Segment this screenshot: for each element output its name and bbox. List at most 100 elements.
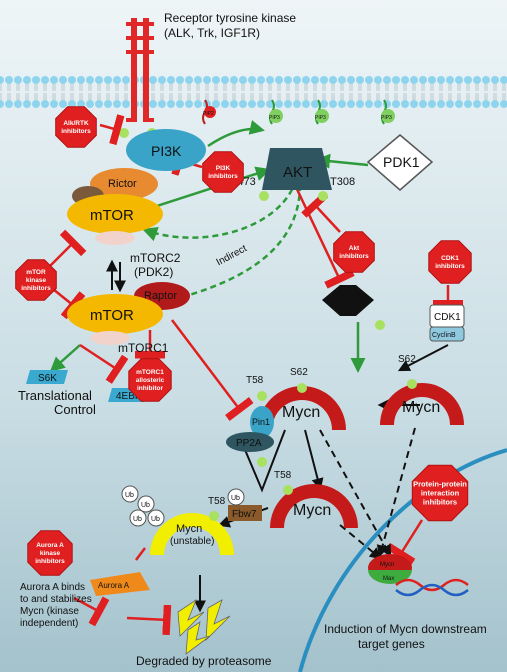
lipid-head	[455, 76, 463, 84]
lipid-tail	[232, 84, 236, 91]
mycn-max-dna-complex: Mycn Max	[368, 554, 469, 597]
lipid-head	[248, 76, 256, 84]
lipid-head	[50, 76, 58, 84]
t58-label-2: T58	[274, 470, 292, 481]
lipid-tail	[52, 93, 56, 100]
lipid-head	[329, 100, 337, 108]
lipid-tail	[160, 84, 164, 91]
lipid-head	[491, 76, 499, 84]
lipid-head	[500, 100, 507, 108]
lipid-tail	[466, 84, 470, 91]
lipid-tail	[349, 93, 353, 100]
lipid-head	[419, 76, 427, 84]
pip3-lipid-2: PIP3	[315, 99, 329, 125]
inhibitor-label: Protein-protein	[413, 480, 467, 489]
lipid-tail	[196, 84, 200, 91]
lipid-tail	[304, 84, 308, 91]
lipid-tail	[322, 84, 326, 91]
lipid-head	[464, 100, 472, 108]
pin1-to-pp2a-arrow	[238, 429, 286, 493]
mtor-mtorc2-label: mTOR	[90, 207, 134, 224]
pip3-lipid-3: PIP3	[381, 99, 395, 125]
lipid-tail	[268, 93, 272, 100]
lipid-head	[356, 100, 364, 108]
inhibitor-octagon-shape	[428, 240, 472, 284]
lipid-tail	[376, 93, 380, 100]
lipid-tail	[475, 93, 479, 100]
lipid-tail	[34, 84, 38, 91]
inhibitor-label: inhibitor	[137, 385, 163, 392]
induction-label-2: target genes	[358, 637, 425, 651]
lipid-tail	[259, 84, 263, 91]
lipid-head	[437, 100, 445, 108]
lipid-tail	[421, 84, 425, 91]
t308-label: T308	[330, 176, 355, 188]
gsk3b-node	[322, 285, 374, 316]
lipid-head	[194, 100, 202, 108]
lipid-head	[32, 76, 40, 84]
inhibitor-label: mTORC1	[136, 369, 164, 376]
lipid-tail	[97, 84, 101, 91]
lipid-tail	[205, 93, 209, 100]
s62-label-2: S62	[398, 354, 416, 365]
rictor-label: Rictor	[108, 178, 137, 190]
lipid-head	[185, 76, 193, 84]
mycn2-phospho-s62	[407, 379, 417, 389]
mtorc2-label: mTORC2	[130, 251, 181, 265]
svg-text:Max: Max	[383, 576, 394, 582]
lipid-head	[68, 100, 76, 108]
lipid-head	[338, 76, 346, 84]
lipid-tail	[43, 93, 47, 100]
inhibitor-label: PI3K	[216, 165, 231, 172]
lipid-tail	[25, 93, 29, 100]
lipid-tail	[259, 93, 263, 100]
inhibitor-label: inhibitors	[35, 558, 65, 565]
lipid-head	[374, 100, 382, 108]
lipid-tail	[7, 93, 11, 100]
lipid-head	[347, 76, 355, 84]
induction-label-1: Induction of Mycn downstream	[324, 622, 487, 636]
lipid-tail	[484, 93, 488, 100]
t58-label-3: T58	[208, 496, 226, 507]
inhibitor-octagon-shape	[411, 464, 469, 522]
pin1-label: Pin1	[252, 417, 270, 427]
lipid-head	[410, 100, 418, 108]
lipid-head	[86, 76, 94, 84]
lipid-head	[419, 100, 427, 108]
lipid-tail	[502, 84, 506, 91]
lipid-head	[347, 100, 355, 108]
inhibitor-label: inhibitors	[21, 285, 51, 292]
lipid-tail	[457, 93, 461, 100]
lipid-tail	[232, 93, 236, 100]
lipid-tail	[358, 84, 362, 91]
inhibitor-label: inhibitors	[435, 263, 465, 270]
lipid-tail	[106, 93, 110, 100]
4ebp-label: 4EBP	[116, 391, 142, 402]
lipid-tail	[367, 93, 371, 100]
lipid-tail	[196, 93, 200, 100]
akt-label: AKT	[283, 164, 312, 181]
lipid-head	[167, 76, 175, 84]
pdk1-node	[366, 134, 434, 191]
s62-label-1: S62	[290, 367, 308, 378]
lipid-head	[41, 100, 49, 108]
lipid-tail	[457, 84, 461, 91]
lipid-tail	[61, 84, 65, 91]
cyclinb-node	[429, 326, 465, 342]
lipid-head	[95, 76, 103, 84]
lipid-head	[266, 76, 274, 84]
lipid-tail	[439, 93, 443, 100]
lipid-tail	[115, 84, 119, 91]
lipid-tail	[295, 84, 299, 91]
lipid-head	[311, 76, 319, 84]
lipid-head	[32, 100, 40, 108]
pip3-lipid-1: PIP3	[269, 99, 283, 125]
lipid-head	[113, 76, 121, 84]
inhibitor-label: kinase	[26, 277, 47, 284]
lipid-tail	[205, 84, 209, 91]
lipid-tail	[439, 84, 443, 91]
